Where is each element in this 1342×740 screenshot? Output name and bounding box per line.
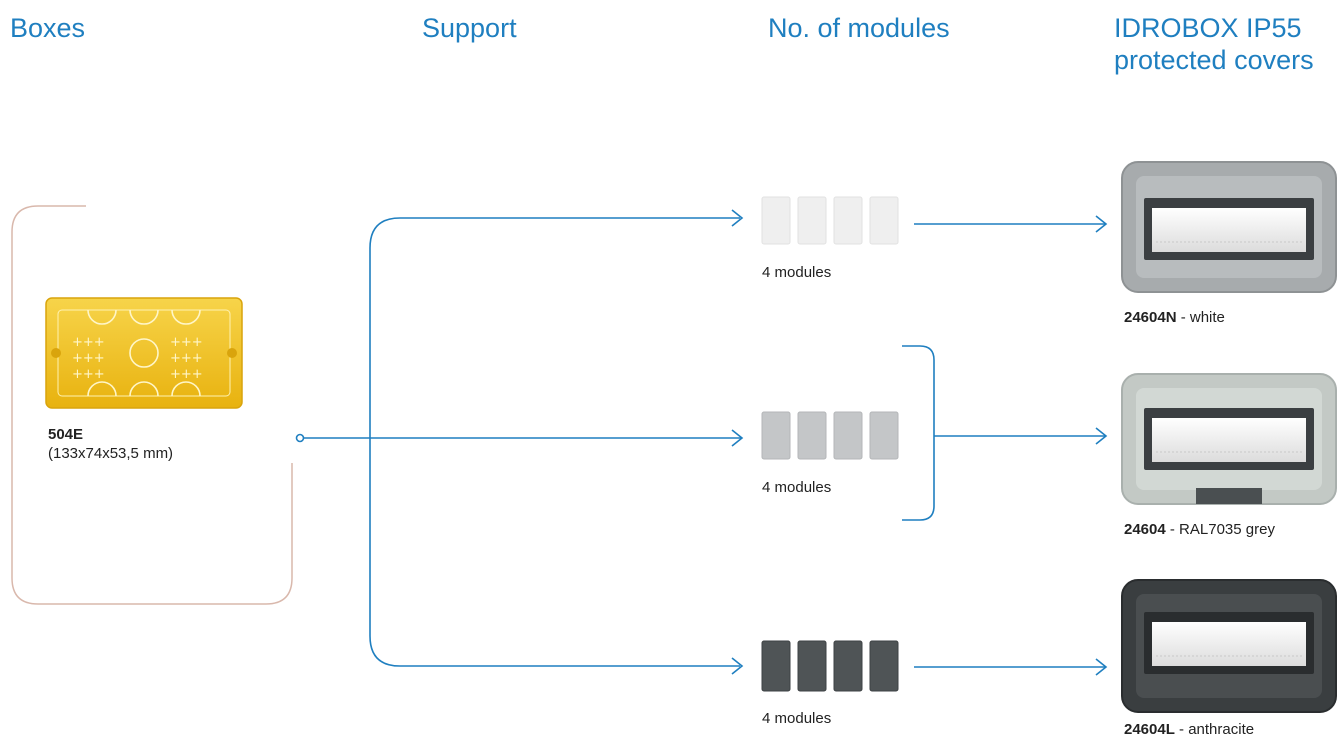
cover-desc: - anthracite (1174, 721, 1255, 738)
modules-row-3 (761, 640, 899, 692)
cover-desc: - white (1176, 309, 1225, 326)
cover-24604-image (1121, 373, 1337, 505)
cover-connectors (902, 215, 1108, 676)
svg-text:+++: +++ (170, 367, 203, 382)
svg-text:+++: +++ (170, 351, 203, 366)
svg-text:+++: +++ (72, 351, 105, 366)
box-code: 504E (48, 426, 84, 443)
header-no-of-modules: No. of modules (768, 13, 950, 43)
cover-24604l-caption: 24604L - anthracite (1124, 720, 1254, 739)
cover-24604n-caption: 24604N - white (1124, 308, 1225, 327)
header-idrobox-covers: IDROBOX IP55 protected covers (1114, 13, 1314, 75)
modules-row-2 (761, 411, 899, 460)
svg-text:+++: +++ (72, 335, 105, 350)
cover-code: 24604N (1124, 309, 1177, 326)
cover-24604-caption: 24604 - RAL7035 grey (1124, 520, 1275, 539)
boxes-group-bracket (11, 205, 293, 605)
cover-code: 24604L (1124, 721, 1175, 738)
box-dimensions: (133x74x53,5 mm) (48, 445, 174, 462)
cover-desc: - RAL7035 grey (1165, 521, 1275, 538)
svg-text:+++: +++ (170, 335, 203, 350)
header-support: Support (422, 13, 517, 43)
box-504e-image: +++ +++ +++ +++ +++ +++ (45, 297, 243, 409)
modules-label-row-1: 4 modules (762, 264, 832, 281)
origin-node (295, 433, 305, 443)
svg-text:+++: +++ (72, 367, 105, 382)
cover-24604l-image (1121, 579, 1337, 713)
modules-label-row-3: 4 modules (762, 710, 832, 727)
box-504e-caption: 504E (133x74x53,5 mm) (48, 425, 173, 463)
support-connectors (295, 209, 744, 675)
modules-label-row-2: 4 modules (762, 479, 832, 496)
cover-code: 24604 (1124, 521, 1166, 538)
cover-24604n-image (1121, 161, 1337, 293)
modules-row-1 (761, 196, 899, 245)
header-boxes: Boxes (10, 13, 86, 43)
